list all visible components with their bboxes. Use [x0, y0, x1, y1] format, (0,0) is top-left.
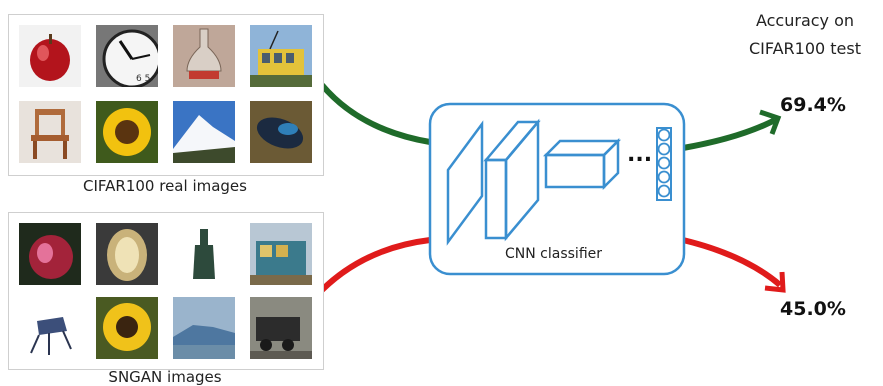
- real-images-caption: CIFAR100 real images: [83, 177, 247, 195]
- sngan-accuracy-result: 45.0%: [780, 298, 846, 320]
- sngan-images-caption: SNGAN images: [108, 368, 222, 386]
- real-image-sunflower: [96, 101, 158, 163]
- svg-text:6 5: 6 5: [136, 74, 150, 84]
- fake-output-arrow: [682, 237, 782, 288]
- sngan-images-panel: [8, 212, 324, 370]
- sngan-image-tram: [250, 223, 312, 285]
- real-output-arrowhead: [759, 109, 782, 135]
- sngan-image-bottle: [173, 223, 235, 285]
- accuracy-title-line2: CIFAR100 test: [748, 39, 862, 58]
- real-images-panel: 6 5: [8, 14, 324, 176]
- cnn-ellipsis: ...: [627, 142, 653, 167]
- sngan-image-sunflower: [96, 297, 158, 359]
- real-image-clock: 6 5: [96, 25, 158, 87]
- real-output-arrow: [682, 117, 777, 151]
- sngan-image-chair: [19, 297, 81, 359]
- real-image-chair: [19, 101, 81, 163]
- real-image-tram: [250, 25, 312, 87]
- real-image-train: [250, 101, 312, 163]
- real-input-arrow: [319, 83, 431, 145]
- accuracy-title-line1: Accuracy on: [755, 11, 855, 30]
- sngan-image-apple: [19, 223, 81, 285]
- sngan-image-mountain: [173, 297, 235, 359]
- fake-output-arrowhead: [764, 271, 786, 293]
- fake-input-arrow: [319, 237, 431, 293]
- cnn-output-neurons: [656, 127, 672, 201]
- sngan-image-clock: [96, 223, 158, 285]
- real-accuracy-result: 69.4%: [780, 94, 846, 116]
- cnn-classifier-label: CNN classifier: [505, 246, 603, 262]
- real-image-bottle: [173, 25, 235, 87]
- cnn-layer-1: [446, 120, 484, 246]
- sngan-image-train: [250, 297, 312, 359]
- cnn-layer-2: [483, 118, 541, 242]
- real-image-apple: [19, 25, 81, 87]
- cnn-classifier-box: [428, 102, 686, 276]
- real-image-mountain: [173, 101, 235, 163]
- cnn-layer-3: [542, 137, 622, 191]
